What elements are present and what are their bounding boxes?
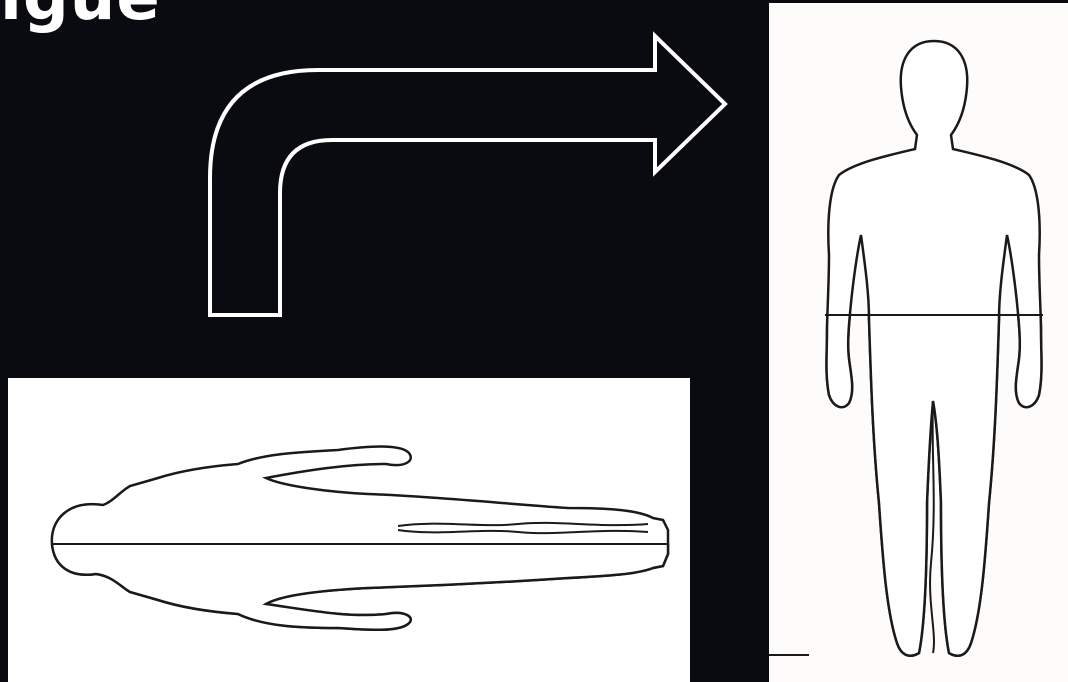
standing-body-icon [769, 3, 1068, 682]
standing-figure-panel [769, 3, 1068, 682]
supine-body-icon [8, 378, 690, 682]
lying-body-outline [52, 447, 668, 630]
lying-figure-panel [8, 378, 690, 682]
slide-title: igue [0, 0, 161, 38]
arrow-outline [210, 36, 725, 315]
bent-arrow-icon [200, 28, 735, 323]
